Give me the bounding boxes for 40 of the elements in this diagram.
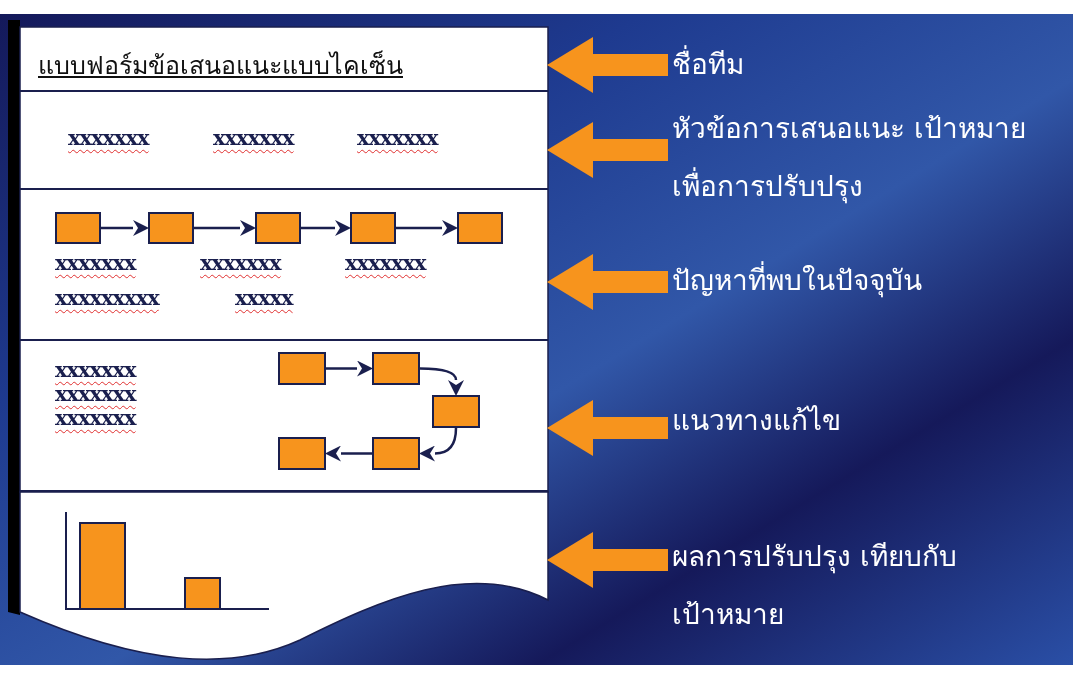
arrow: [326, 360, 373, 377]
process-box: [350, 212, 396, 244]
placeholder-text: xxxxxxx: [55, 382, 136, 406]
placeholder-text: xxxxxxx: [68, 126, 149, 150]
label-text: หัวข้อการเสนอแนะ เป้าหมายเพื่อการปรับปรุง: [672, 100, 1067, 216]
placeholder-text: xxxxxxx: [55, 406, 136, 430]
block-arrow: [547, 532, 668, 588]
arrow: [396, 220, 458, 236]
label-text: ปัญหาที่พบในปัจจุบัน: [672, 252, 1062, 310]
process-box: [432, 395, 480, 428]
process-box: [457, 212, 503, 244]
process-box: [278, 352, 326, 385]
placeholder-text: xxxxxxx: [345, 251, 426, 275]
placeholder-text: xxxxxxx: [55, 251, 136, 275]
process-box: [372, 352, 420, 385]
arrow: [301, 220, 351, 236]
arrow: [194, 220, 256, 236]
placeholder-text: xxxxxxx: [357, 126, 438, 150]
block-arrow: [547, 254, 668, 310]
label-text: แนวทางแก้ไข: [672, 392, 1062, 450]
process-box: [255, 212, 301, 244]
process-box: [55, 212, 101, 244]
form-title: แบบฟอร์มข้อเสนอแนะแบบไคเซ็น: [38, 49, 403, 82]
label-text: ผลการปรับปรุง เทียบกับเป้าหมาย: [672, 528, 992, 644]
process-box: [372, 437, 420, 470]
arrow: [419, 427, 458, 462]
placeholder-text: xxxxxxx: [213, 126, 294, 150]
process-box: [148, 212, 194, 244]
label-text: ชื่อทีม: [672, 36, 1062, 94]
arrow: [101, 220, 149, 236]
placeholder-text: xxxxxxx: [55, 358, 136, 382]
arrow: [325, 445, 372, 462]
placeholder-text: xxxxx: [235, 286, 293, 310]
block-arrow: [547, 400, 668, 456]
placeholder-text: xxxxxxx: [200, 251, 281, 275]
arrow: [420, 367, 464, 396]
process-box: [278, 437, 326, 470]
placeholder-text: xxxxxxxxx: [55, 286, 159, 310]
block-arrow: [547, 37, 668, 93]
block-arrow: [547, 122, 668, 178]
